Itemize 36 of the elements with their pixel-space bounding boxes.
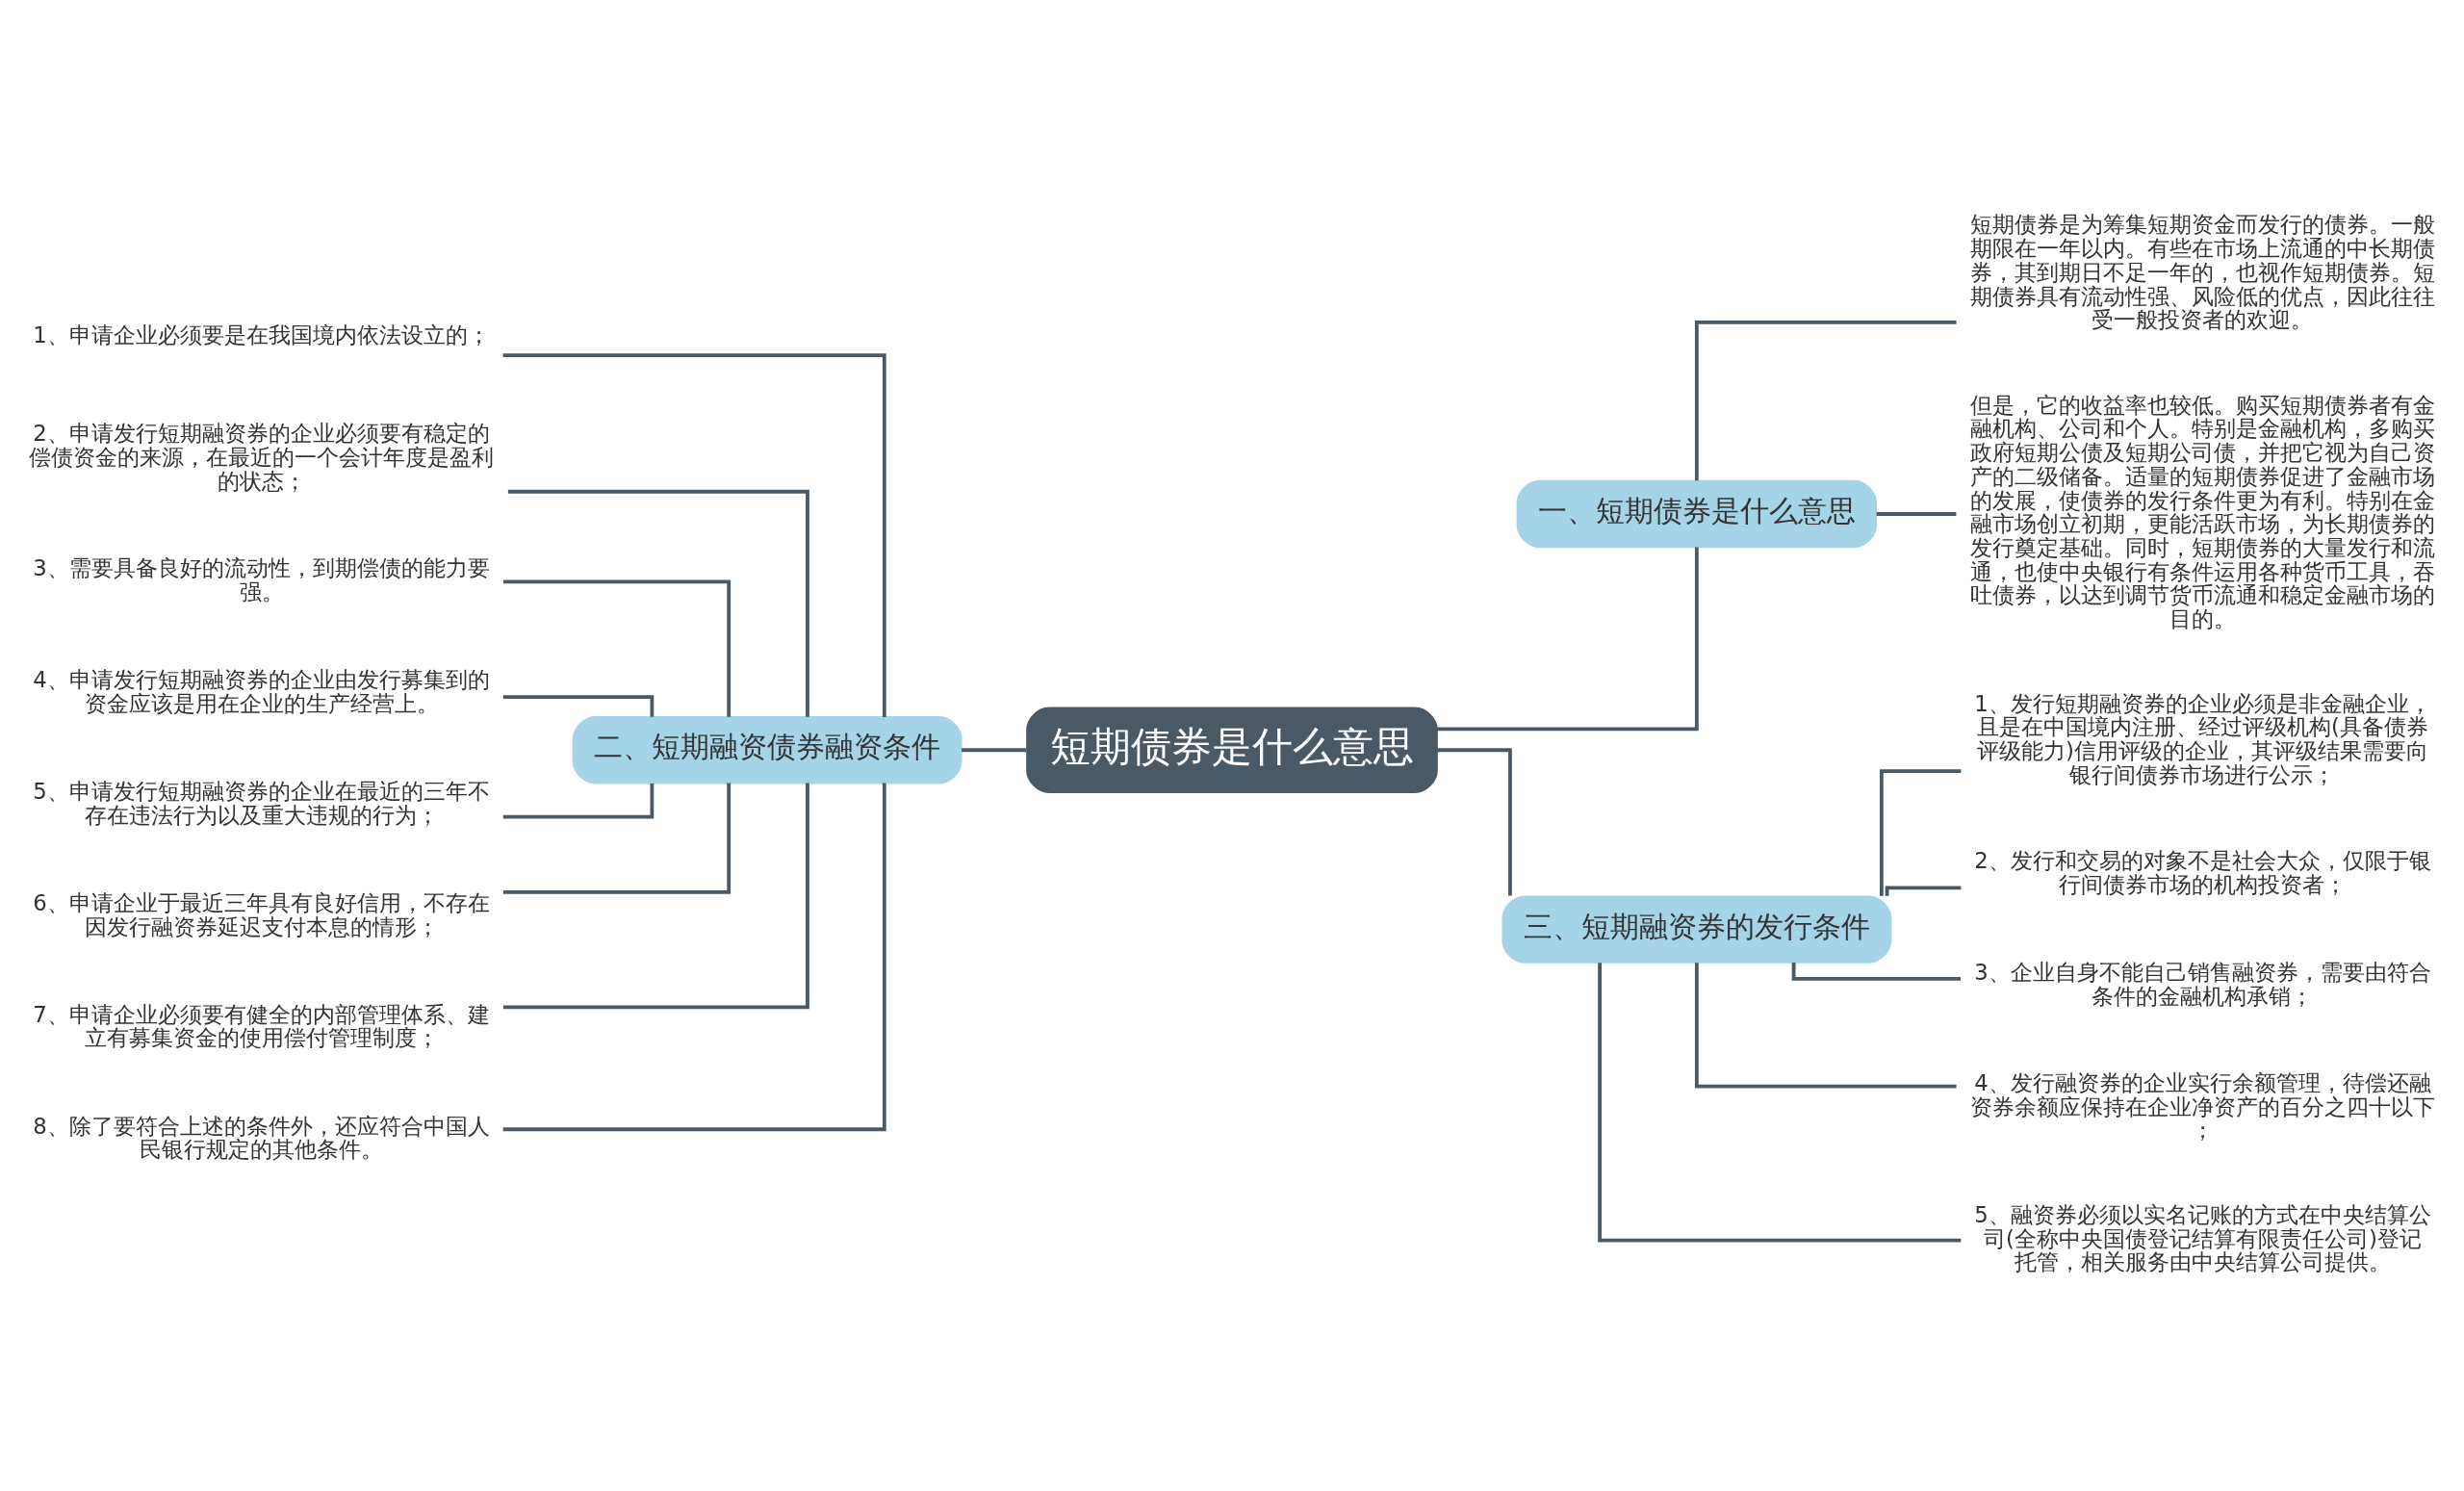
connector xyxy=(1885,886,1962,896)
node-text: 3、企业自身不能自己销售融资券，需要由符合条件的金融机构承销； xyxy=(1974,960,2431,1009)
node-text: 6、申请企业于最近三年具有良好信用，不存在因发行融资券延迟支付本息的情形； xyxy=(33,889,490,939)
node-text: 5、申请发行短期融资券的企业在最近的三年不存在违法行为以及重大违规的行为； xyxy=(33,778,490,828)
connector xyxy=(502,695,654,717)
node-text: 3、需要具备良好的流动性，到期偿债的能力要强。 xyxy=(33,554,490,604)
node-text: 短期债券是为筹集短期资金而发行的债券。一般期限在一年以内。有些在市场上流通的中长期债券，其到期日不足一年的，也视作短期债券。短期债券具有流动性强、风险低的优点，因此往往受一般投资者的欢迎。 xyxy=(1969,212,2435,333)
connector xyxy=(1437,547,1699,732)
node-text: 但是，它的收益率也较低。购买短期债券者有金融机构、公司和个人。特别是金融机构，多购买政府短期公债及短期公司债，并把它视为自己资产的二级储备。适量的短期债券促进了金融市场的发展，使债券的发行条件更为有利。特别在金融市场创立初期，更能活跃市场，为长期债券的发行奠定基础。同时，短期债券的大量发行和流通，也使中央银行有条件运用各种货币工具，吞吐债券，以达到调节货币流通和稳定金融市场的目的。 xyxy=(1969,392,2435,632)
node-text: 1、申请企业必须要是在我国境内依法设立的； xyxy=(33,321,490,347)
connector xyxy=(1694,321,1957,481)
connector xyxy=(1876,512,1957,516)
node-box: 一、短期债券是什么意思 xyxy=(1516,479,1878,549)
node-text: 5、融资券必须以实名记账的方式在中央结算公司(全称中央国债登记结算有限责任公司)登记托管，相关服务由中央结算公司提供。 xyxy=(1974,1201,2431,1275)
node-box: 三、短期融资券的发行条件 xyxy=(1502,895,1892,964)
connector xyxy=(502,353,886,717)
connector xyxy=(962,748,1027,753)
node-text: 8、除了要符合上述的条件外，还应符合中国人民银行规定的其他条件。 xyxy=(33,1113,490,1163)
node-text: 7、申请企业必须要有健全的内部管理体系、建立有募集资金的使用偿付管理制度； xyxy=(33,1001,490,1051)
node-text: 4、申请发行短期融资券的企业由发行募集到的资金应该是用在企业的生产经营上。 xyxy=(33,666,490,716)
connector xyxy=(502,783,809,1010)
connector xyxy=(1694,963,1957,1089)
node-box: 短期债券是什么意思 xyxy=(1026,707,1438,793)
connector xyxy=(1598,963,1962,1243)
connector xyxy=(502,579,732,717)
node-text: 1、发行短期融资券的企业必须是非金融企业，且是在中国境内注册、经过评级机构(具备债券评级能力)信用评级的企业，其评级结果需要向银行间债券市场进行公示； xyxy=(1974,690,2431,787)
connector xyxy=(502,783,732,894)
node-text: 2、申请发行短期融资券的企业必须要有稳定的偿债资金的来源，在最近的一个会计年度是盈利的状态； xyxy=(29,421,495,494)
node-text: 4、发行融资券的企业实行余额管理，待偿还融资券余额应保持在企业净资产的百分之四十以下； xyxy=(1969,1070,2435,1144)
node-text: 2、发行和交易的对象不是社会大众，仅限于银行间债券市场的机构投资者； xyxy=(1974,848,2431,897)
connector xyxy=(1791,963,1962,981)
connector xyxy=(502,783,886,1132)
node-box: 二、短期融资债券融资条件 xyxy=(572,716,962,784)
connector xyxy=(1879,769,1962,896)
connector xyxy=(1437,748,1512,896)
connector xyxy=(507,489,809,717)
